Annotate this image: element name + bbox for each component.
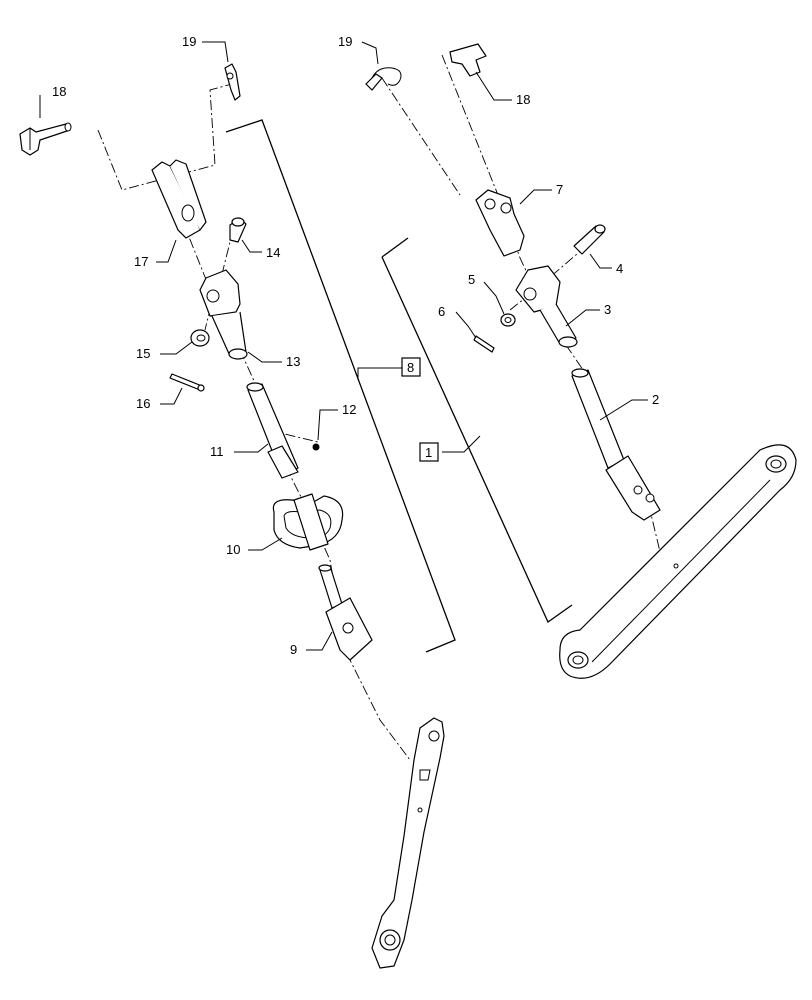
tube-end-3 — [515, 265, 578, 348]
callout-1: 1 — [425, 445, 432, 460]
callout-2: 2 — [652, 392, 659, 407]
clevis-end-9 — [318, 564, 373, 661]
lower-link-left — [371, 717, 445, 969]
callout-box-8 — [401, 357, 421, 377]
callout-7: 7 — [556, 182, 563, 197]
assembly-bracket-1 — [381, 237, 573, 623]
pin-18-right — [449, 43, 487, 77]
washer-15 — [190, 329, 210, 347]
cotter-pin-16 — [169, 373, 205, 392]
lynch-pin-19-right — [365, 67, 402, 91]
leader-lines — [39, 41, 648, 651]
callout-18-left: 18 — [52, 84, 66, 99]
callout-13: 13 — [286, 354, 300, 369]
callout-3: 3 — [604, 302, 611, 317]
callout-6: 6 — [438, 304, 445, 319]
callout-8: 8 — [407, 360, 414, 375]
callout-4: 4 — [616, 261, 623, 276]
callout-12: 12 — [342, 402, 356, 417]
callout-14: 14 — [266, 245, 280, 260]
callout-box-1 — [419, 442, 439, 462]
washer-5 — [500, 313, 516, 327]
callout-17: 17 — [134, 254, 148, 269]
pin-14 — [229, 217, 247, 243]
callout-19-right: 19 — [338, 34, 352, 49]
callout-5: 5 — [468, 272, 475, 287]
callout-19-left: 19 — [182, 34, 196, 49]
callout-16: 16 — [136, 396, 150, 411]
cotter-pin-6 — [473, 335, 495, 353]
tube-2 — [571, 368, 661, 521]
callout-18-right: 18 — [516, 92, 530, 107]
rod-11 — [246, 382, 299, 479]
pin-18-left — [19, 122, 72, 156]
lynch-pin-19-left — [224, 63, 241, 101]
tube-end-13 — [199, 269, 248, 360]
callout-11: 11 — [210, 444, 224, 459]
ball-12 — [312, 443, 320, 451]
clevis-17 — [151, 159, 207, 239]
callout-9: 9 — [290, 642, 297, 657]
lower-link-right — [559, 444, 797, 679]
callout-15: 15 — [136, 346, 150, 361]
callout-10: 10 — [226, 542, 240, 557]
clevis-7 — [475, 189, 525, 257]
handle-10 — [272, 493, 344, 551]
pin-4 — [573, 224, 606, 255]
callout-labels: 18 19 17 14 13 15 16 11 12 10 9 8 19 18 … — [52, 34, 659, 657]
